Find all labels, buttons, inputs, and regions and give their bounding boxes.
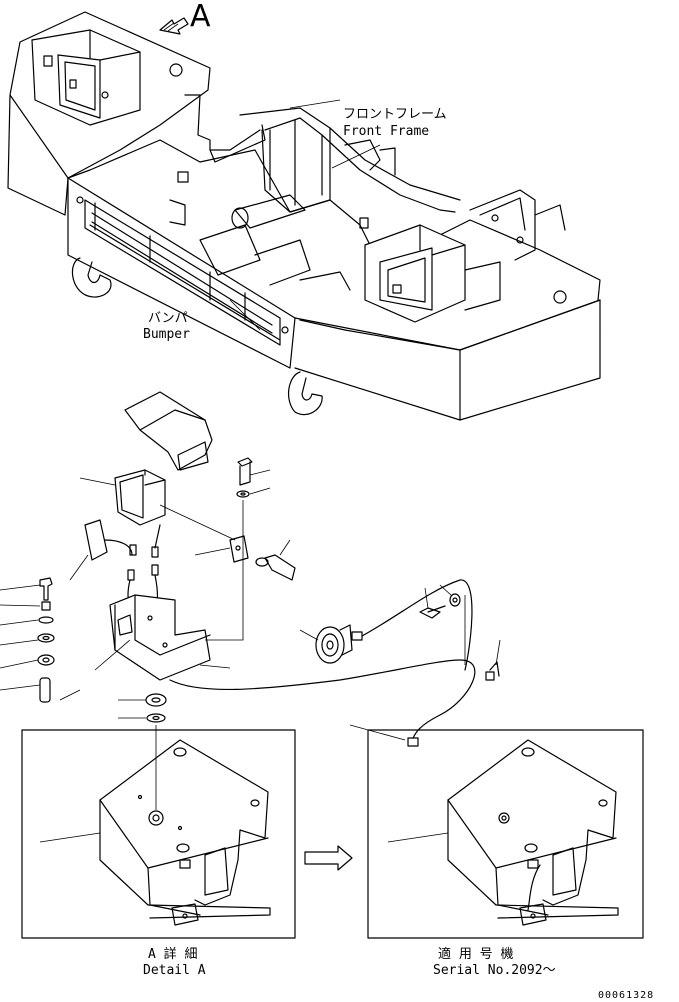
view-letter-a: A (190, 0, 211, 34)
bolt-1 (236, 457, 253, 498)
assembly-lines (59, 500, 466, 810)
label-detail-jp: A 詳 細 (148, 946, 197, 962)
serial-frame (367, 729, 644, 939)
label-detail-en: Detail A (143, 963, 206, 978)
serial-drawing (387, 739, 619, 926)
label-front-frame-en: Front Frame (343, 124, 429, 139)
connector-parts (84, 519, 161, 621)
leader-front-frame (289, 99, 341, 109)
label-serial-jp: 適 用 号 機 (438, 946, 513, 962)
label-bumper-jp: バンパ (148, 311, 188, 326)
label-serial-en: Serial No.2092〜 (433, 963, 556, 978)
nut-washer (145, 693, 167, 723)
leader-front-frame-2 (331, 144, 381, 169)
leader-bumper (229, 299, 261, 331)
label-front-frame-jp: フロントフレーム (343, 107, 447, 122)
change-arrow (304, 845, 353, 871)
lamp-cover (124, 391, 213, 471)
pin-parts-left (37, 577, 55, 703)
work-lamp (114, 469, 166, 526)
leaders-left (0, 584, 41, 691)
lamp-bracket (229, 535, 296, 581)
lamp-stand (109, 594, 211, 681)
detail-a-drawing (39, 739, 271, 926)
detail-a-frame (21, 729, 296, 939)
front-frame-assembly (7, 11, 601, 421)
horn (315, 624, 363, 664)
drawing-number: 00061328 (598, 990, 654, 1001)
label-bumper-en: Bumper (143, 327, 190, 342)
view-arrow-a (159, 17, 189, 35)
bolt-2 (419, 593, 461, 619)
leaders-parts (69, 469, 501, 741)
wiring-harness (169, 579, 500, 747)
